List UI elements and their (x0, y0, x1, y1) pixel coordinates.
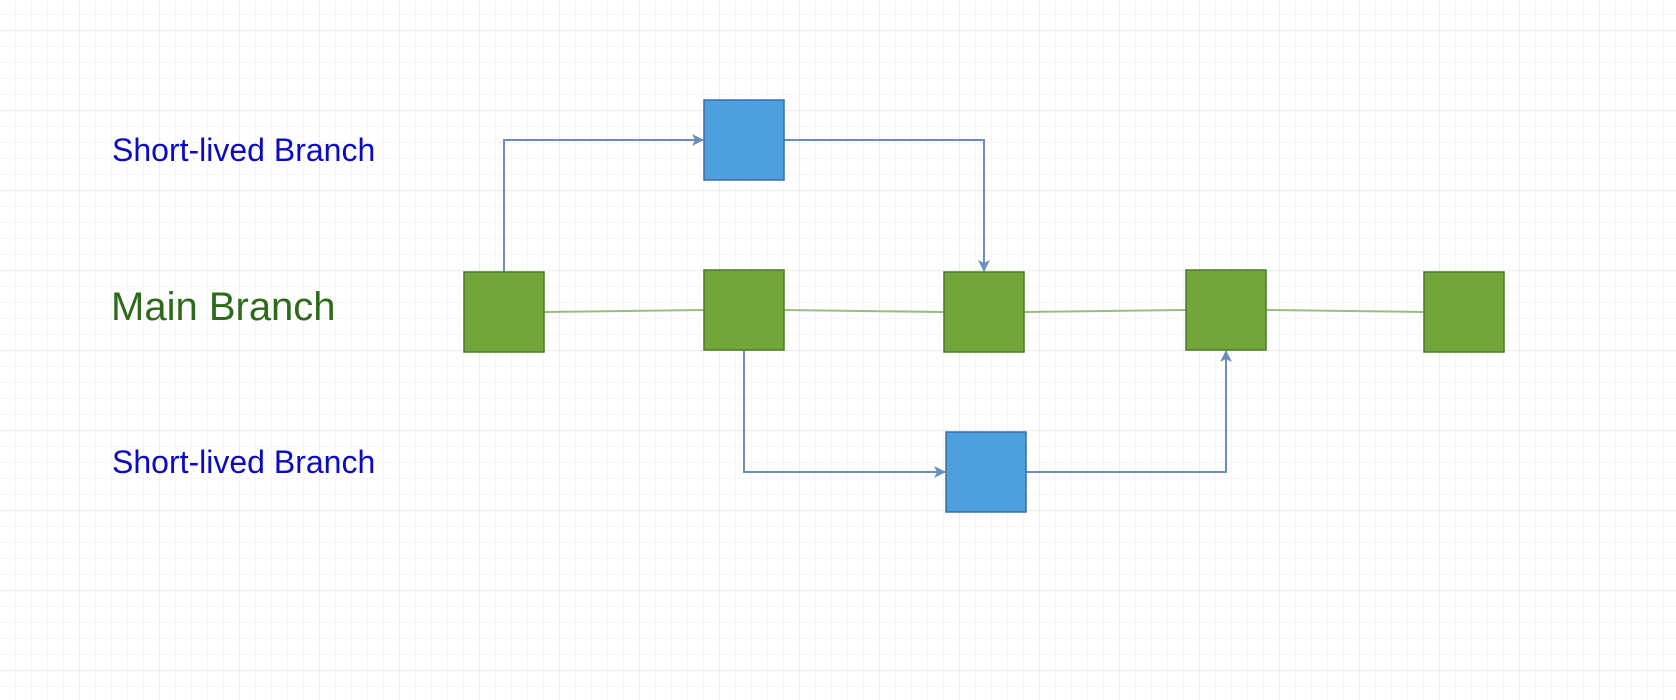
edge-main-main-commit-4-to-main-commit-5 (1265, 309, 1425, 313)
edge-merge-short-commit-bottom-to-main-commit-4 (1026, 350, 1232, 473)
main-commit-5[interactable] (1423, 271, 1505, 353)
edge-main-main-commit-2-to-main-commit-3 (783, 309, 945, 313)
edges-layer (503, 134, 1425, 478)
main-commit-4[interactable] (1185, 269, 1267, 351)
short-commit-bottom[interactable] (945, 431, 1027, 513)
main-commit-1[interactable] (463, 271, 545, 353)
edge-branch-main-commit-2-to-short-commit-bottom (743, 350, 946, 478)
lane-label-short-bottom: Short-lived Branch (112, 444, 375, 480)
lane-label-main: Main Branch (111, 285, 336, 329)
main-commit-3[interactable] (943, 271, 1025, 353)
edge-merge-short-commit-top-to-main-commit-3 (784, 139, 990, 272)
edge-main-main-commit-3-to-main-commit-4 (1023, 309, 1187, 313)
nodes-layer (463, 99, 1505, 513)
main-commit-2[interactable] (703, 269, 785, 351)
edge-branch-main-commit-1-to-short-commit-top (503, 134, 704, 272)
edge-main-main-commit-1-to-main-commit-2 (543, 309, 705, 313)
labels-layer: Short-lived Branch Main Branch Short-liv… (111, 132, 375, 480)
short-commit-top[interactable] (703, 99, 785, 181)
lane-label-short-top: Short-lived Branch (112, 132, 375, 168)
